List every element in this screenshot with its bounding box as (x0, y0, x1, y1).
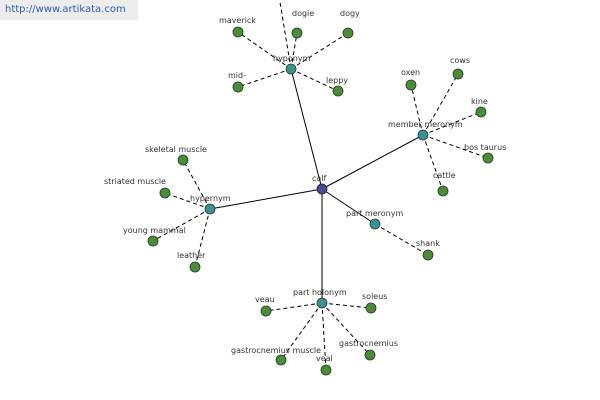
relation-node-part-holonym[interactable] (316, 297, 328, 309)
leaf-node-part-holonym-0[interactable] (260, 305, 272, 317)
leaf-label-member-meronym-1: cows (450, 56, 470, 65)
edge-member-meronym-leaf-2 (422, 111, 482, 136)
leaf-label-member-meronym-0: oxen (401, 68, 420, 77)
root-label: calf (312, 174, 327, 183)
leaf-label-part-holonym-3: veal (316, 354, 333, 363)
leaf-node-member-meronym-0[interactable] (405, 79, 417, 91)
leaf-label-part-holonym-1: soleus (362, 292, 387, 301)
leaf-node-hyponym-3[interactable] (232, 81, 244, 93)
leaf-label-hyponym-1: dogie (292, 9, 314, 18)
relation-node-part-meronym[interactable] (369, 218, 381, 230)
leaf-node-part-meronym-0[interactable] (422, 249, 434, 261)
leaf-label-hyponym-4: leppy (326, 76, 348, 85)
relation-node-hypernym[interactable] (204, 203, 216, 215)
edge-hypernym-leaf-2 (152, 208, 211, 242)
leaf-node-hyponym-4[interactable] (332, 85, 344, 97)
leaf-node-hypernym-0[interactable] (177, 154, 189, 166)
edge-hypernym-leaf-3 (194, 208, 211, 268)
relation-label-part-meronym: part meronym (346, 209, 403, 218)
leaf-label-part-holonym-2: gastrocnemius muscle (231, 346, 321, 355)
leaf-node-part-holonym-3[interactable] (320, 364, 332, 376)
leaf-label-hyponym-0: maverick (219, 16, 256, 25)
leaf-node-hypernym-2[interactable] (147, 235, 159, 247)
leaf-node-hypernym-3[interactable] (189, 261, 201, 273)
edge-member-meronym-leaf-0 (410, 84, 424, 136)
relation-label-hypernym: hypernym (190, 194, 231, 203)
leaf-node-member-meronym-2[interactable] (475, 106, 487, 118)
leaf-label-member-meronym-4: cattle (433, 171, 456, 180)
leaf-node-hyponym-0[interactable] (232, 26, 244, 38)
edge-part-holonym-leaf-2 (280, 302, 323, 361)
relation-node-hyponym[interactable] (285, 63, 297, 75)
leaf-node-part-holonym-1[interactable] (365, 302, 377, 314)
edge-member-meronym-leaf-1 (422, 73, 459, 136)
leaf-label-part-meronym-0: shank (416, 239, 440, 248)
edge-hyponym-leaf-3 (237, 68, 292, 88)
edge-root-part-meronym (321, 188, 376, 225)
edge-member-meronym-leaf-4 (422, 134, 444, 192)
leaf-node-part-holonym-2[interactable] (275, 354, 287, 366)
source-url-link[interactable]: http://www.artikata.com (0, 0, 138, 20)
relation-label-member-meronym: member meronym (388, 120, 463, 129)
leaf-label-hypernym-1: striated muscle (104, 177, 166, 186)
edge-root-hypernym (209, 188, 323, 210)
edge-layer (152, 0, 489, 371)
edge-hyponym-leaf-1 (290, 32, 298, 70)
leaf-node-member-meronym-3[interactable] (482, 152, 494, 164)
leaf-label-hypernym-2: young mammal (123, 226, 186, 235)
leaf-node-hyponym-2[interactable] (342, 27, 354, 39)
leaf-node-hypernym-1[interactable] (159, 187, 171, 199)
relation-node-member-meronym[interactable] (417, 129, 429, 141)
edge-root-member-meronym (321, 134, 424, 190)
edge-hyponym-leaf-5 (279, 0, 292, 70)
leaf-node-member-meronym-4[interactable] (437, 185, 449, 197)
edge-hyponym-leaf-0 (237, 31, 292, 70)
label-layer: maverick dogie dogy mid-leppy hyponym oxen cow… (104, 9, 506, 363)
leaf-label-hypernym-3: leather (177, 251, 206, 260)
leaf-node-member-meronym-1[interactable] (452, 68, 464, 80)
edge-part-holonym-leaf-4 (321, 302, 371, 356)
root-node[interactable] (316, 183, 328, 195)
leaf-label-member-meronym-2: kine (471, 97, 488, 106)
relation-label-part-holonym: part holonym (293, 288, 347, 297)
edge-part-meronym-leaf-0 (374, 223, 429, 256)
node-layer (147, 26, 494, 376)
leaf-node-part-holonym-4[interactable] (364, 349, 376, 361)
leaf-label-hyponym-2: dogy (340, 9, 360, 18)
leaf-label-hypernym-0: skeletal muscle (145, 145, 207, 154)
edge-hypernym-leaf-0 (182, 159, 211, 210)
leaf-node-hyponym-1[interactable] (291, 27, 303, 39)
edge-root-hyponym (290, 68, 323, 190)
edge-hyponym-leaf-4 (290, 68, 339, 92)
edge-hypernym-leaf-1 (164, 192, 211, 210)
leaf-label-member-meronym-3: bos taurus (464, 143, 506, 152)
edge-part-holonym-leaf-0 (265, 302, 323, 312)
edge-part-holonym-leaf-1 (321, 302, 372, 309)
edge-member-meronym-leaf-3 (422, 134, 489, 159)
leaf-label-hyponym-3: mid- (228, 71, 246, 80)
leaf-label-part-holonym-0: veau (255, 295, 275, 304)
relation-label-hyponym: hyponym (273, 54, 311, 63)
edge-hyponym-leaf-2 (290, 32, 349, 70)
leaf-label-part-holonym-4: gastrocnemius (339, 339, 398, 348)
